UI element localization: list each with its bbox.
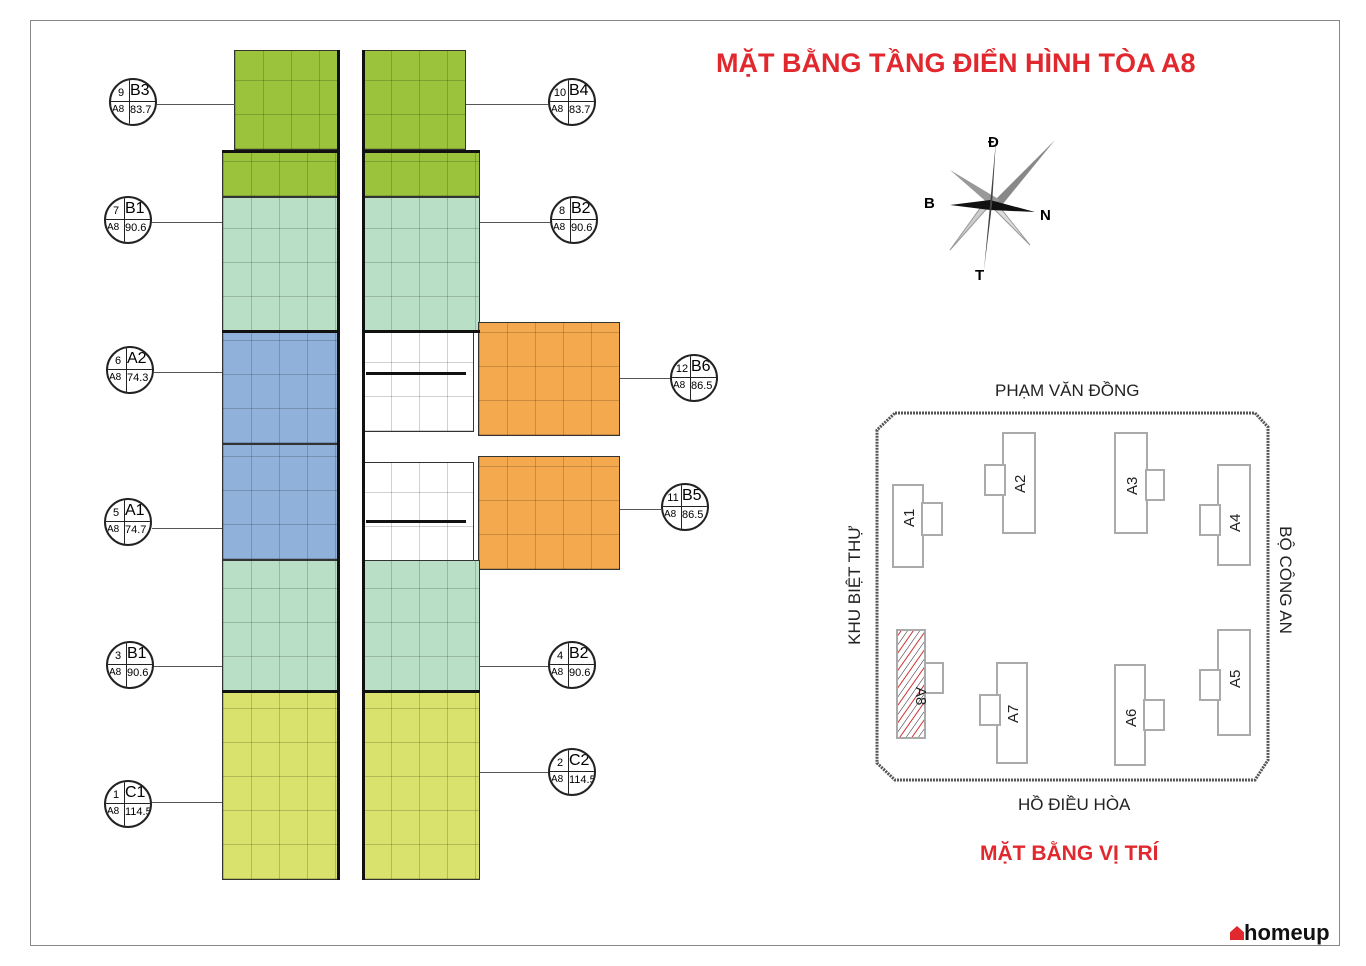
wall bbox=[362, 690, 480, 693]
compass-needle bbox=[990, 140, 1055, 210]
wall bbox=[222, 330, 340, 333]
unit-b2-upper-green bbox=[362, 150, 480, 197]
unit-b2-upper bbox=[362, 197, 480, 332]
building-a6: A6 bbox=[1114, 664, 1165, 766]
wall bbox=[362, 150, 480, 153]
wall bbox=[337, 50, 340, 880]
unit-b1-lower bbox=[222, 560, 340, 692]
core-upper bbox=[362, 332, 474, 432]
unit-a1 bbox=[222, 444, 340, 560]
unit-b1-upper bbox=[222, 197, 340, 332]
svg-text:A3: A3 bbox=[1124, 477, 1141, 495]
wall bbox=[366, 372, 466, 375]
compass-n: N bbox=[1040, 207, 1051, 224]
compass-w: B bbox=[924, 195, 935, 212]
svg-text:A2: A2 bbox=[1012, 475, 1029, 493]
compass-rose: Đ B N T bbox=[924, 134, 1055, 284]
unit-b3 bbox=[234, 50, 340, 150]
unit-b6 bbox=[478, 322, 620, 436]
wall bbox=[222, 150, 340, 153]
compass-needle bbox=[950, 200, 1035, 212]
svg-text:A7: A7 bbox=[1005, 705, 1022, 723]
wall bbox=[366, 520, 466, 523]
building-a3: A3 bbox=[1114, 432, 1165, 534]
wall bbox=[362, 330, 480, 333]
wall bbox=[362, 50, 365, 880]
compass-s: T bbox=[975, 267, 984, 284]
unit-b5 bbox=[478, 456, 620, 570]
wall bbox=[222, 690, 340, 693]
site-plan: A1 A2 A3 A4 A5 A6 A7 A8 bbox=[875, 411, 1270, 782]
frame bbox=[30, 20, 1340, 946]
svg-text:A8: A8 bbox=[912, 687, 929, 705]
svg-text:A1: A1 bbox=[901, 509, 918, 527]
building-a4: A4 bbox=[1199, 464, 1251, 566]
road-bottom: HỒ ĐIỀU HÒA bbox=[1018, 795, 1131, 814]
building-a2: A2 bbox=[984, 432, 1036, 534]
building-a5: A5 bbox=[1199, 629, 1251, 736]
site-title: MẶT BẰNG VỊ TRÍ bbox=[980, 842, 1159, 865]
unit-a2 bbox=[222, 332, 340, 444]
svg-text:A5: A5 bbox=[1227, 670, 1244, 688]
unit-b2-lower bbox=[362, 560, 480, 692]
road-top: PHẠM VĂN ĐỒNG bbox=[995, 381, 1140, 400]
compass-needle bbox=[984, 140, 996, 270]
main-title: MẶT BẰNG TẦNG ĐIỂN HÌNH TÒA A8 bbox=[716, 48, 1196, 78]
unit-b4 bbox=[362, 50, 466, 150]
unit-c2 bbox=[362, 692, 480, 880]
unit-b1-upper-green bbox=[222, 150, 340, 197]
svg-text:A4: A4 bbox=[1227, 514, 1244, 532]
building-a1: A1 bbox=[892, 484, 943, 568]
core-lower bbox=[362, 462, 474, 562]
house-icon bbox=[1230, 926, 1244, 940]
unit-c1 bbox=[222, 692, 340, 880]
road-left: KHU BIỆT THỰ bbox=[845, 525, 864, 645]
svg-text:A6: A6 bbox=[1123, 709, 1140, 727]
homeup-logo: homeup bbox=[1230, 920, 1330, 946]
building-a8-highlighted: A8 bbox=[896, 629, 944, 739]
compass-e: Đ bbox=[988, 134, 999, 151]
building-a7: A7 bbox=[979, 662, 1028, 764]
compass-needle bbox=[950, 170, 1000, 205]
